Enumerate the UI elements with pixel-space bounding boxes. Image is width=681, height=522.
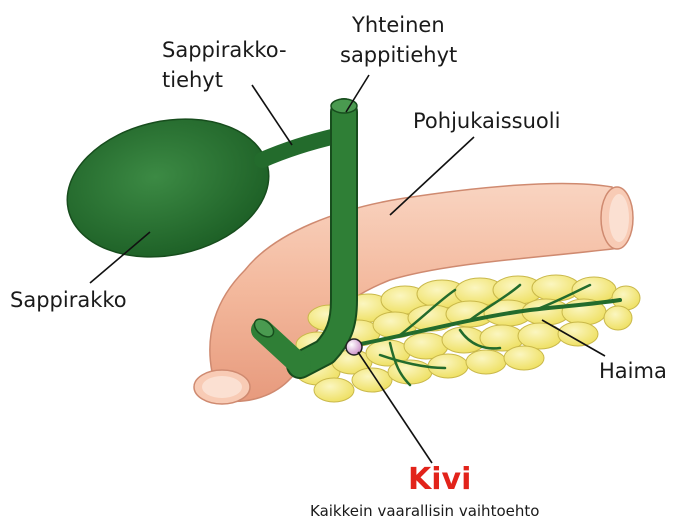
gallbladder bbox=[54, 101, 281, 274]
label-common-bile-duct-line2: sappitiehyt bbox=[340, 42, 457, 68]
gallstone bbox=[346, 339, 362, 355]
pancreas-lobule bbox=[604, 306, 632, 330]
pancreas-lobule bbox=[466, 350, 506, 374]
pancreas-lobule bbox=[558, 322, 598, 346]
cystic-duct bbox=[262, 136, 336, 160]
label-cystic-duct-line1: Sappirakko- bbox=[162, 37, 287, 63]
pancreas-lobule bbox=[442, 327, 486, 353]
pancreas-lobule bbox=[504, 346, 544, 370]
label-duodenum: Pohjukaissuoli bbox=[413, 108, 560, 134]
label-cystic-duct-line2: tiehyt bbox=[162, 67, 223, 93]
label-stone: Kivi bbox=[408, 462, 471, 497]
label-pancreas: Haima bbox=[599, 358, 667, 384]
pancreas-lobule bbox=[428, 354, 468, 378]
label-common-bile-duct-line1: Yhteinen bbox=[352, 12, 445, 38]
label-gallbladder: Sappirakko bbox=[10, 287, 127, 313]
leader-line-cystic-duct bbox=[252, 85, 292, 145]
pancreas-lobule bbox=[314, 378, 354, 402]
label-stone-note: Kaikkein vaarallisin vaihtoehto bbox=[310, 502, 539, 520]
